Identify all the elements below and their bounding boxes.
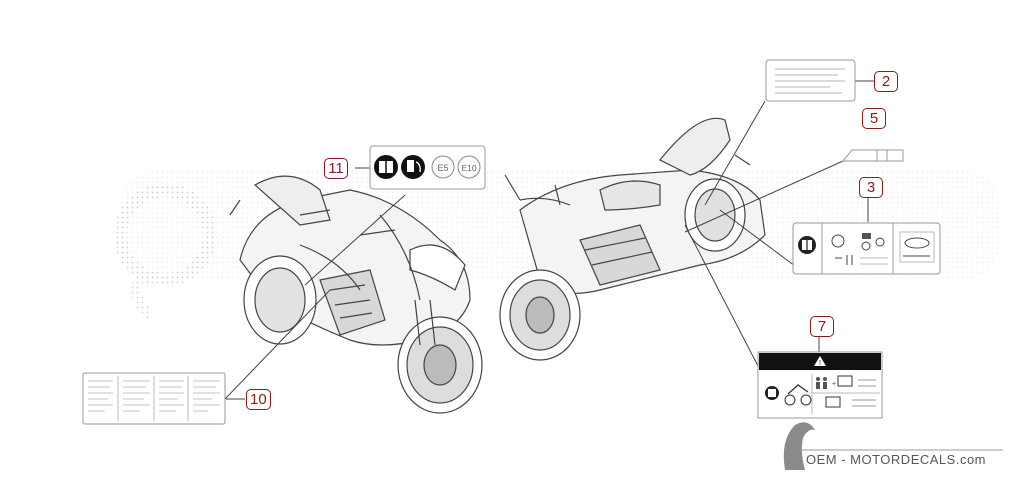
decal-3-loading-panel [792, 222, 941, 275]
decal-2-info-plate [765, 59, 856, 102]
decal-11-fuel-label: E5 E10 [369, 145, 486, 190]
motorcycle-right [499, 117, 766, 361]
decal-5-strip [841, 149, 904, 162]
motordecals-logo [783, 422, 1003, 470]
callout-11: 11 [324, 158, 348, 179]
leader-lines [224, 80, 874, 400]
svg-text:!: ! [819, 360, 821, 367]
callout-7: 7 [810, 316, 834, 337]
e10-badge: E10 [461, 163, 476, 173]
callout-10: 10 [246, 389, 271, 410]
callout-3: 3 [859, 177, 883, 198]
watermark-text: OEM - MOTORDECALS.com [806, 452, 987, 467]
motorcycle-left [229, 175, 483, 414]
decal-10-info-plate [82, 372, 226, 425]
svg-text:+: + [832, 381, 836, 388]
decal-7-warning-label: ! + [757, 351, 883, 419]
e5-badge: E5 [437, 163, 448, 173]
callout-5: 5 [862, 108, 886, 129]
callout-2: 2 [874, 71, 898, 92]
